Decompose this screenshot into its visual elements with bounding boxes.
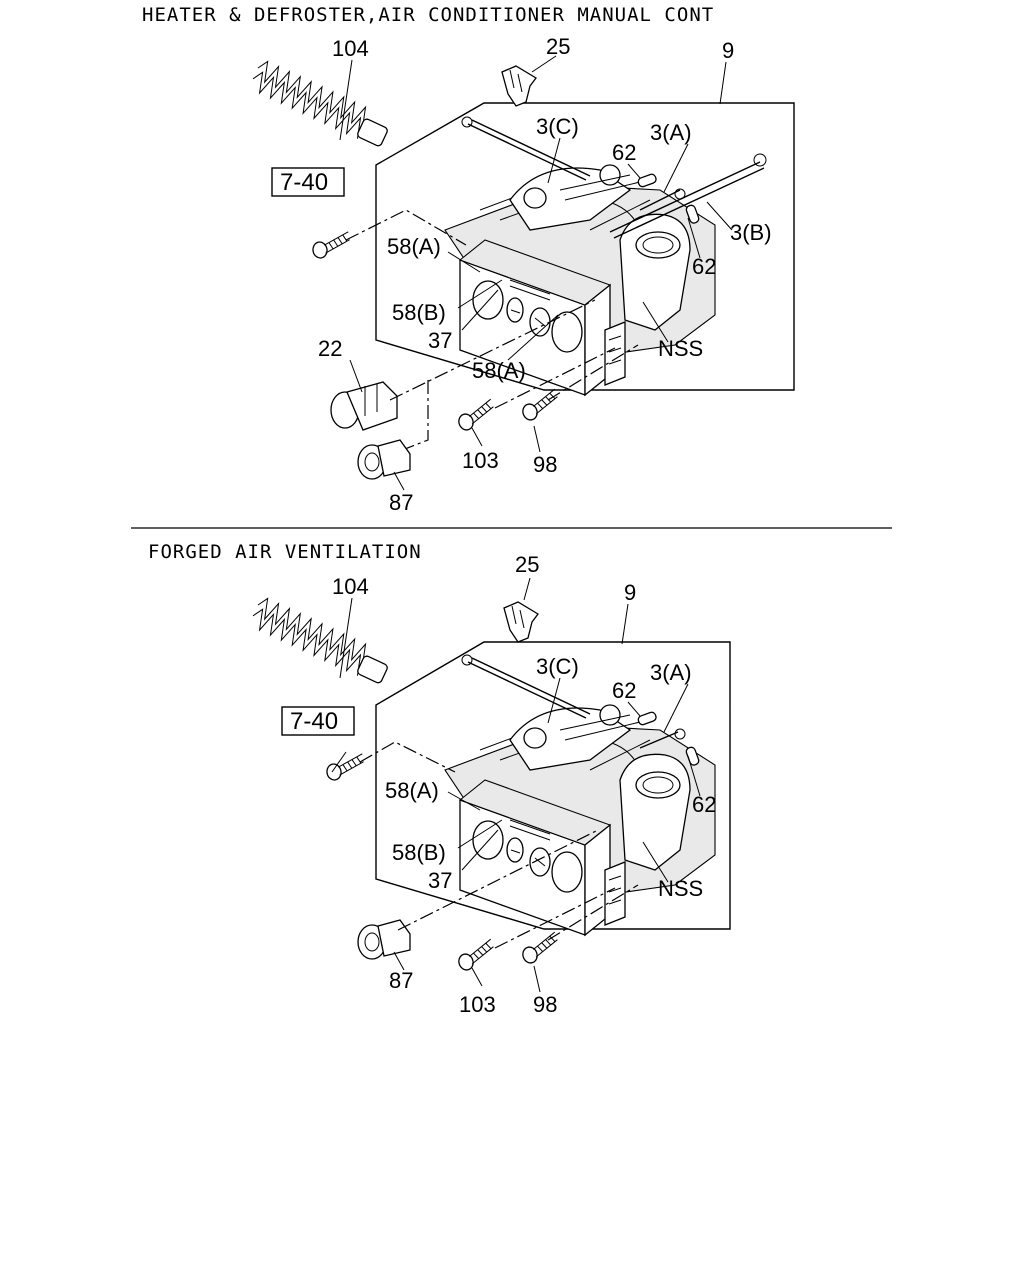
- label-3a: 3(A): [650, 120, 692, 145]
- screw-7-40: [324, 753, 367, 782]
- screw-98: [518, 388, 563, 423]
- clip-25: [503, 601, 539, 643]
- screw-103: [454, 398, 499, 433]
- guide-dash: [359, 741, 456, 773]
- label-3c: 3(C): [536, 654, 579, 679]
- label-98: 98: [533, 992, 557, 1017]
- label-62: 62: [612, 140, 636, 165]
- label-104: 104: [332, 36, 369, 61]
- socket-87: [357, 439, 411, 480]
- label-58a: 58(A): [472, 358, 526, 383]
- ref-box-7-40: [281, 706, 355, 736]
- assembly-outline: [375, 641, 731, 930]
- cable-3b: [609, 161, 765, 239]
- switch-22: [330, 381, 398, 431]
- label-9: 9: [624, 580, 636, 605]
- label-58a: 58(A): [387, 234, 441, 259]
- cable-3c: [467, 657, 591, 719]
- label-103: 103: [462, 448, 499, 473]
- label-103: 103: [459, 992, 496, 1017]
- label-58b: 58(B): [392, 300, 446, 325]
- clip-25: [501, 65, 537, 107]
- screw-98: [518, 931, 563, 966]
- label-62: 62: [692, 254, 716, 279]
- section-forged-air-ventilation: FORGED AIR VENTILATION 104 25 9 3(C) 3(A…: [148, 541, 731, 1017]
- label-3b: 3(B): [730, 220, 772, 245]
- label-25: 25: [515, 552, 539, 577]
- section-title: FORGED AIR VENTILATION: [148, 541, 422, 563]
- label-25: 25: [546, 34, 570, 59]
- label-98: 98: [533, 452, 557, 477]
- label-37: 37: [428, 868, 452, 893]
- label-62: 62: [612, 678, 636, 703]
- label-58b: 58(B): [392, 840, 446, 865]
- label-7-40: 7-40: [280, 169, 328, 196]
- socket-87: [357, 919, 411, 960]
- label-87: 87: [389, 490, 413, 515]
- cable-3c: [467, 119, 591, 181]
- pin-62a: [637, 173, 657, 188]
- label-58a: 58(A): [385, 778, 439, 803]
- label-3c: 3(C): [536, 114, 579, 139]
- label-7-40: 7-40: [290, 708, 338, 735]
- leader-lines: [339, 55, 733, 491]
- label-nss: NSS: [658, 336, 703, 361]
- screw-103: [454, 938, 499, 973]
- cable-3a: [639, 731, 679, 749]
- pin-62a: [637, 711, 657, 726]
- guide-dash: [345, 209, 467, 246]
- label-9: 9: [722, 38, 734, 63]
- section-title: HEATER & DEFROSTER,AIR CONDITIONER MANUA…: [142, 4, 714, 26]
- harness-coil-104: [248, 58, 394, 150]
- label-104: 104: [332, 574, 369, 599]
- label-37: 37: [428, 328, 452, 353]
- label-62: 62: [692, 792, 716, 817]
- leader-lines: [331, 577, 701, 993]
- ref-box-7-40: [271, 167, 345, 197]
- label-87: 87: [389, 968, 413, 993]
- label-nss: NSS: [658, 876, 703, 901]
- pin-62b: [685, 204, 700, 224]
- section-heater-defroster-ac: HEATER & DEFROSTER,AIR CONDITIONER MANUA…: [142, 4, 795, 515]
- assembly-outline: [375, 102, 795, 391]
- harness-coil-104: [248, 595, 394, 687]
- cable-3a: [639, 189, 681, 211]
- label-22: 22: [318, 336, 342, 361]
- label-3a: 3(A): [650, 660, 692, 685]
- screw-7-40: [310, 231, 353, 260]
